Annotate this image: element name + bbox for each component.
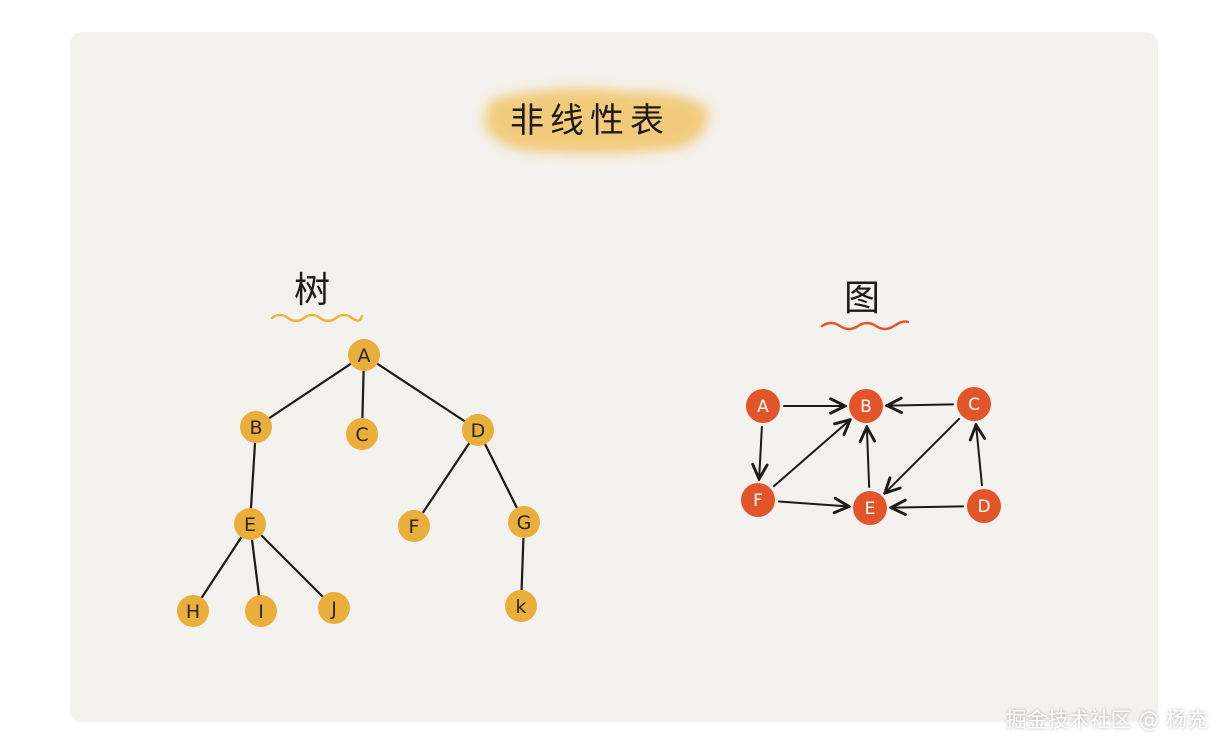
graph-edge-D-E [891,506,965,507]
tree-node-A: A [348,339,380,371]
graph-node-circle [853,491,887,525]
tree-node-circle [240,411,272,443]
graph-nodes: A B C F E D [741,387,1001,525]
tree-node-label: H [186,601,200,623]
tree-edge-E-H [191,522,252,613]
tree-node-circle [245,595,277,627]
tree-edge-D-F [412,428,480,528]
graph-node-circle [746,389,780,423]
graph-underline [820,320,910,331]
tree-edge-D-G [476,428,526,524]
graph-edge-D-C [976,425,982,487]
graph-node-label: E [865,499,876,519]
graph-node-circle [741,483,775,517]
graph-edge-C-B [887,404,955,405]
tree-node-E: E [234,508,266,540]
tree-node-k: k [505,590,537,622]
graph-edge-F-E [777,501,849,506]
graph-edge-C-E [885,417,961,493]
tree-node-B: B [240,411,272,443]
tree-node-label: C [355,424,368,446]
tree-node-label: F [409,516,420,538]
tree-node-label: B [249,417,262,439]
graph-node-E: E [853,491,887,525]
graph-edge-F-B [772,420,850,488]
tree-node-G: G [508,506,540,538]
title-group: 非线性表 [484,88,709,154]
graph-node-label: F [753,491,763,511]
tree-edges [191,353,526,613]
tree-node-label: D [471,420,486,442]
graph-node-F: F [741,483,775,517]
graph-node-label: D [977,497,990,517]
tree-node-label: E [244,514,256,536]
graph-edge-E-B [867,427,869,489]
tree-node-circle [508,506,540,538]
graph-node-label: B [860,397,872,417]
tree-node-D: D [462,414,494,446]
graph-label: 图 [844,278,880,319]
tree-node-circle [234,508,266,540]
tree-node-label: I [258,601,264,623]
graph-node-D: D [967,489,1001,523]
graph-node-circle [967,489,1001,523]
graph-node-label: A [757,397,769,417]
tree-node-I: I [245,595,277,627]
tree-edge-E-J [248,522,336,610]
graph-node-label: C [968,395,980,415]
tree-node-H: H [177,595,209,627]
tree-node-label: A [358,345,371,367]
tree-node-circle [348,339,380,371]
tree-node-C: C [346,418,378,450]
graph-edges [759,404,982,507]
tree-node-circle [462,414,494,446]
graph-node-C: C [957,387,991,421]
graph-node-A: A [746,389,780,423]
tree-edge-A-D [362,353,480,432]
tree-node-circle [398,510,430,542]
tree-node-circle [177,595,209,627]
page-title: 非线性表 [510,101,670,141]
tree-edge-B-E [248,425,258,526]
graph-edge-A-F [759,425,762,479]
tree-node-circle [346,418,378,450]
watermark: 掘金技术社区 @ 杨充 [1005,708,1208,732]
tree-node-circle [318,592,350,624]
tree-edge-A-B [254,353,366,429]
tree-node-label: J [330,598,337,620]
tree-node-F: F [398,510,430,542]
tree-label: 树 [294,270,330,311]
tree-node-label: G [517,512,532,534]
graph-node-circle [849,389,883,423]
graph-node-B: B [849,389,883,423]
tree-node-J: J [318,592,350,624]
graph-node-circle [957,387,991,421]
tree-underline [270,313,364,323]
tree-node-circle [505,590,537,622]
tree-node-label: k [515,596,526,618]
title-highlight [484,88,709,154]
